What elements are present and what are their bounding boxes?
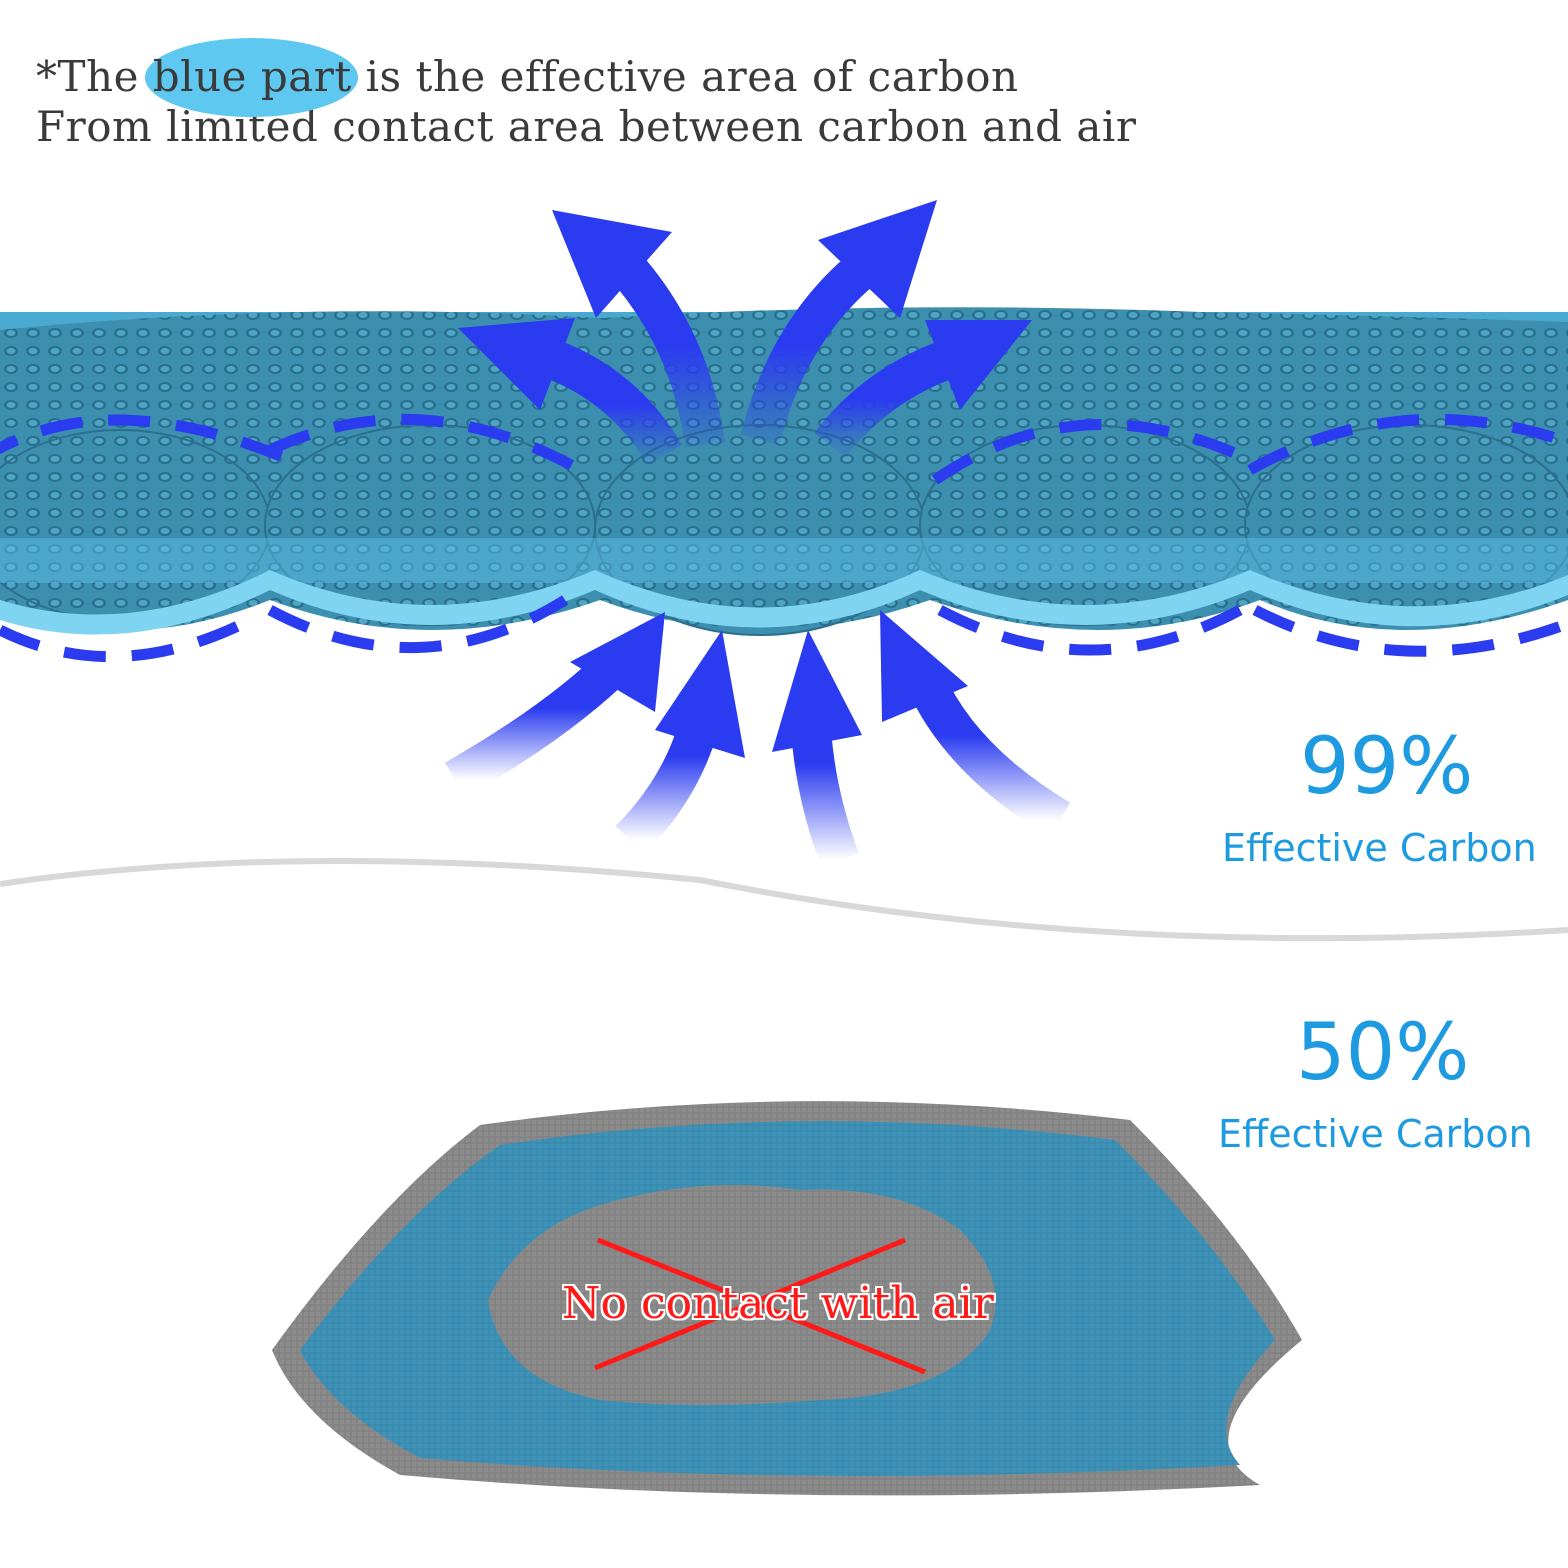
mesh-mat [0,307,1568,636]
heading-line-1-suffix: is the effective area of carbon [351,52,1019,101]
airflow-out-arrows [458,200,1032,466]
blue-part-highlight: blue part [152,52,352,101]
airflow-in-arrows [445,610,1071,868]
no-contact-label: No contact with air [562,1278,994,1329]
bottom-percentage-label: Effective Carbon [1218,1112,1533,1156]
effective-area-outlines [0,413,1568,663]
no-contact-cross [594,1237,926,1375]
carbon-pillow [272,1101,1302,1496]
bottom-percentage: 50% [1296,1008,1470,1098]
heading-line-1-prefix: *The [36,52,153,101]
top-percentage: 99% [1300,722,1474,812]
top-percentage-label: Effective Carbon [1222,826,1537,870]
heading-line-1: *The blue part is the effective area of … [36,52,1019,101]
section-divider [0,857,1568,942]
